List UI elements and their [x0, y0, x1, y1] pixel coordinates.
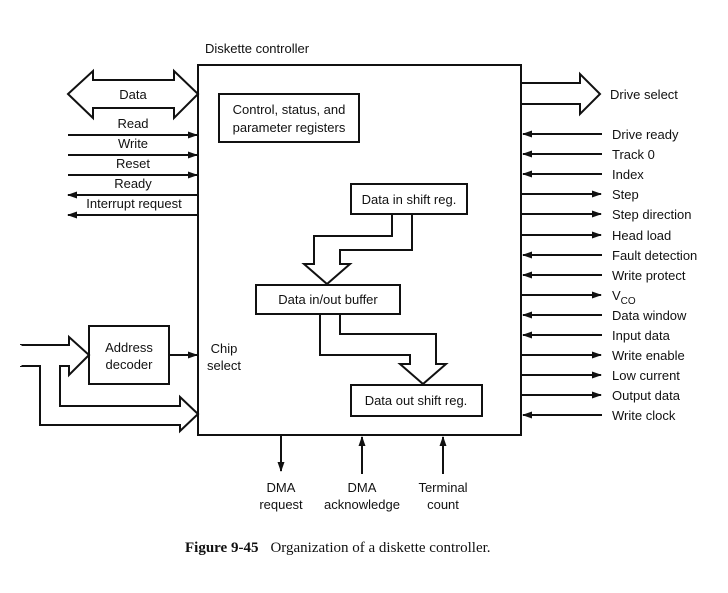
- signal-label-subscript: CO: [621, 296, 636, 307]
- signal-reset: Reset: [68, 156, 198, 179]
- signal-label: Write protect: [612, 268, 686, 283]
- signal-label: Output data: [612, 388, 681, 403]
- signal-label: VCO: [612, 288, 636, 307]
- dma-acknowledge-label-line2: acknowledge: [324, 497, 400, 512]
- signal-step-direction: Step direction: [522, 207, 692, 222]
- signal-interrupt-request-label: Interrupt request: [86, 196, 182, 211]
- address-decoder-block: [88, 325, 170, 385]
- signal-low-current: Low current: [522, 368, 680, 383]
- registers-label-line2: parameter registers: [233, 120, 346, 135]
- signal-label: Step direction: [612, 207, 692, 222]
- signal-label: Write enable: [612, 348, 685, 363]
- signal-dma-acknowledge: DMA acknowledge: [324, 436, 400, 512]
- data-out-shift-label: Data out shift reg.: [365, 393, 468, 408]
- signal-label: Step: [612, 187, 639, 202]
- dma-acknowledge-label-line1: DMA: [348, 480, 377, 495]
- signal-terminal-count: Terminal count: [418, 436, 468, 512]
- signal-head-load: Head load: [522, 228, 671, 243]
- signal-label: Data window: [612, 308, 687, 323]
- data-buffer-label: Data in/out buffer: [278, 292, 378, 307]
- left-signals: Read Write Reset Ready Interrupt request: [67, 116, 198, 219]
- signal-read: Read: [68, 116, 198, 139]
- chip-select-label-line1: Chip: [211, 341, 238, 356]
- signal-track-0: Track 0: [522, 147, 655, 162]
- registers-label-line1: Control, status, and: [233, 102, 346, 117]
- signal-vco: VCO: [522, 288, 636, 307]
- chip-select-label-line2: select: [207, 358, 241, 373]
- signal-label: Drive ready: [612, 127, 679, 142]
- signal-write-enable: Write enable: [522, 348, 685, 363]
- dma-request-label-line1: DMA: [267, 480, 296, 495]
- signal-dma-request: DMA request: [259, 436, 303, 512]
- signal-write-protect: Write protect: [522, 268, 686, 283]
- data-out-shift-register: [350, 384, 483, 417]
- data-buffer: [255, 284, 401, 315]
- figure-caption: Figure 9-45 Organization of a diskette c…: [185, 539, 491, 556]
- terminal-count-label-line2: count: [427, 497, 459, 512]
- bottom-signals: DMA request DMA acknowledge Terminal cou…: [259, 436, 468, 512]
- signal-label: Fault detection: [612, 248, 697, 263]
- address-decoder-label-line1: Address: [105, 340, 153, 355]
- signal-label: Track 0: [612, 147, 655, 162]
- address-bus-arrow: [20, 334, 200, 434]
- signal-drive-ready: Drive ready: [522, 127, 679, 142]
- signal-read-label: Read: [117, 116, 148, 131]
- terminal-count-label-line1: Terminal: [418, 480, 467, 495]
- signal-label: Write clock: [612, 408, 676, 423]
- signal-write-clock: Write clock: [522, 408, 676, 423]
- signal-label: Head load: [612, 228, 671, 243]
- drive-select-label: Drive select: [610, 87, 678, 102]
- signal-output-data: Output data: [522, 388, 681, 403]
- data-bus-label: Data: [119, 87, 147, 102]
- signal-reset-label: Reset: [116, 156, 150, 171]
- signal-step: Step: [522, 187, 639, 202]
- address-decoder-label-line2: decoder: [106, 357, 154, 372]
- diagram-title: Diskette controller: [205, 41, 310, 56]
- signal-fault-detection: Fault detection: [522, 248, 697, 263]
- signal-ready: Ready: [67, 176, 197, 199]
- figure-number: Figure 9-45: [185, 540, 258, 556]
- signal-write-label: Write: [118, 136, 148, 151]
- signal-label: Input data: [612, 328, 671, 343]
- signal-label: Low current: [612, 368, 680, 383]
- bus-arrow-in-to-buffer: [301, 213, 413, 286]
- data-bus-arrow: [66, 68, 200, 121]
- signal-index: Index: [522, 167, 644, 182]
- figure-caption-text: Organization of a diskette controller.: [270, 540, 490, 556]
- signal-write: Write: [68, 136, 198, 159]
- bus-arrow-buffer-to-out: [319, 313, 449, 386]
- signal-ready-label: Ready: [114, 176, 152, 191]
- dma-request-label-line2: request: [259, 497, 303, 512]
- signal-label: Index: [612, 167, 644, 182]
- registers-block: [218, 93, 360, 143]
- data-in-shift-label: Data in shift reg.: [362, 192, 457, 207]
- signal-interrupt-request: Interrupt request: [67, 196, 197, 219]
- signal-data-window: Data window: [522, 308, 687, 323]
- signal-input-data: Input data: [522, 328, 671, 343]
- drive-select-arrow: [522, 71, 602, 117]
